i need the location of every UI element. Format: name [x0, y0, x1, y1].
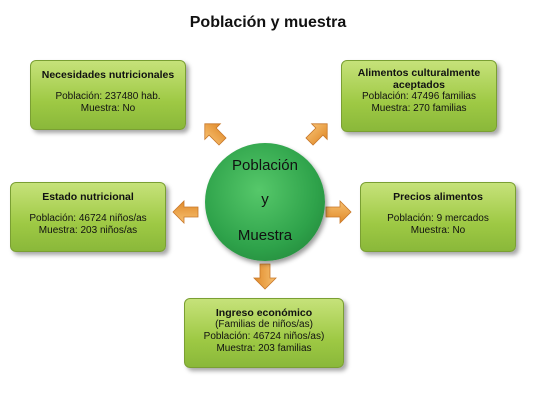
- box-subtitle: (Familias de niños/as): [215, 319, 313, 330]
- box-sample: Muestra: 203 niños/as: [38, 225, 138, 236]
- box-population: Población: 46724 niños/as: [29, 213, 147, 224]
- arrow-left-icon: [172, 200, 199, 224]
- box-nutritional-needs: Necesidades nutricionales Población: 237…: [30, 60, 186, 130]
- box-food-prices: Precios alimentos Población: 9 mercados …: [360, 182, 516, 252]
- box-title-line1: Alimentos culturalmente: [357, 67, 481, 79]
- diagram-title: Población y muestra: [189, 14, 347, 31]
- center-line3: Muestra: [237, 227, 293, 244]
- box-title: Estado nutricional: [42, 191, 134, 203]
- box-population: Población: 47496 familias: [362, 91, 476, 102]
- box-income: Ingreso económico (Familias de niños/as)…: [184, 298, 344, 368]
- box-population: Población: 46724 niños/as): [203, 331, 325, 342]
- center-circle: Población y Muestra: [205, 143, 325, 261]
- box-sample: Muestra: 270 familias: [371, 103, 467, 114]
- box-sample: Muestra: No: [80, 103, 136, 114]
- box-title: Ingreso económico: [215, 307, 313, 319]
- center-line1: Población: [232, 157, 298, 174]
- box-title-line2: aceptados: [393, 79, 445, 91]
- box-cultural-foods: Alimentos culturalmente aceptados Poblac…: [341, 60, 497, 132]
- box-title: Necesidades nutricionales: [41, 69, 175, 81]
- box-sample: Muestra: No: [410, 225, 466, 236]
- arrow-right-icon: [325, 200, 352, 224]
- box-population: Población: 9 mercados: [387, 213, 489, 224]
- center-line2: y: [261, 191, 269, 208]
- box-title: Precios alimentos: [393, 191, 483, 203]
- box-population: Población: 237480 hab.: [55, 91, 161, 102]
- arrow-down-icon: [253, 263, 277, 290]
- box-sample: Muestra: 203 familias: [216, 343, 312, 354]
- arrow-upright-icon: [305, 123, 328, 146]
- box-nutritional-status: Estado nutricional Población: 46724 niño…: [10, 182, 166, 252]
- arrow-upleft-icon: [204, 123, 227, 146]
